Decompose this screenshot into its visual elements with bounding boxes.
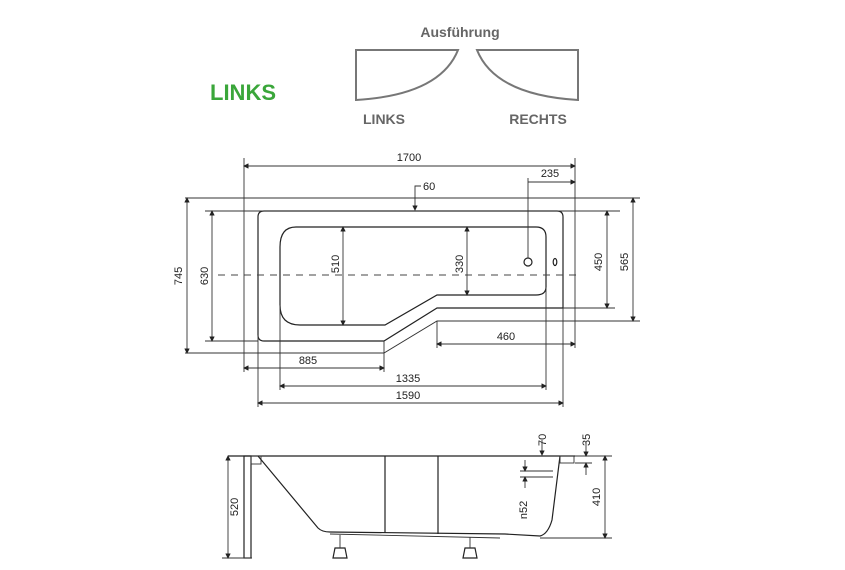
dim-410: 410 bbox=[591, 488, 603, 506]
dim-1335: 1335 bbox=[396, 373, 420, 385]
dim-630: 630 bbox=[199, 267, 211, 285]
legend-right-label: RECHTS bbox=[509, 111, 567, 127]
dim-460: 460 bbox=[497, 331, 515, 343]
foot-right bbox=[462, 547, 478, 559]
drain-icon bbox=[523, 257, 533, 267]
dim-1700: 1700 bbox=[397, 152, 421, 164]
right-variant-shape bbox=[475, 49, 579, 102]
dim-35: 35 bbox=[581, 434, 593, 446]
dim-60: 60 bbox=[423, 181, 435, 193]
dim-885: 885 bbox=[299, 355, 317, 367]
dim-n52: n52 bbox=[518, 501, 530, 519]
dim-745: 745 bbox=[173, 267, 185, 285]
overflow-icon bbox=[552, 257, 558, 267]
dim-70: 70 bbox=[537, 434, 549, 446]
execution-legend: Ausführung LINKS RECHTS bbox=[355, 24, 579, 127]
left-variant-shape bbox=[355, 49, 460, 102]
dim-330: 330 bbox=[454, 255, 466, 273]
dim-1590: 1590 bbox=[396, 390, 420, 402]
dim-520: 520 bbox=[229, 498, 241, 516]
dim-235: 235 bbox=[541, 168, 559, 180]
variant-label: LINKS bbox=[210, 80, 276, 105]
tub-profile bbox=[257, 455, 561, 537]
footprint-line bbox=[185, 320, 640, 354]
dim-565: 565 bbox=[619, 253, 631, 271]
legend-title: Ausführung bbox=[420, 24, 499, 40]
tub-outline bbox=[257, 210, 564, 342]
side-view: 520 410 70 35 n52 bbox=[222, 434, 612, 559]
legend-left-label: LINKS bbox=[363, 111, 405, 127]
apron-post bbox=[243, 455, 252, 559]
basin-outline bbox=[279, 226, 547, 326]
dim-450: 450 bbox=[593, 253, 605, 271]
dim-510: 510 bbox=[330, 255, 342, 273]
top-view: 1700 235 60 745 630 510 330 450 565 460 … bbox=[173, 152, 640, 407]
foot-left bbox=[332, 547, 348, 559]
